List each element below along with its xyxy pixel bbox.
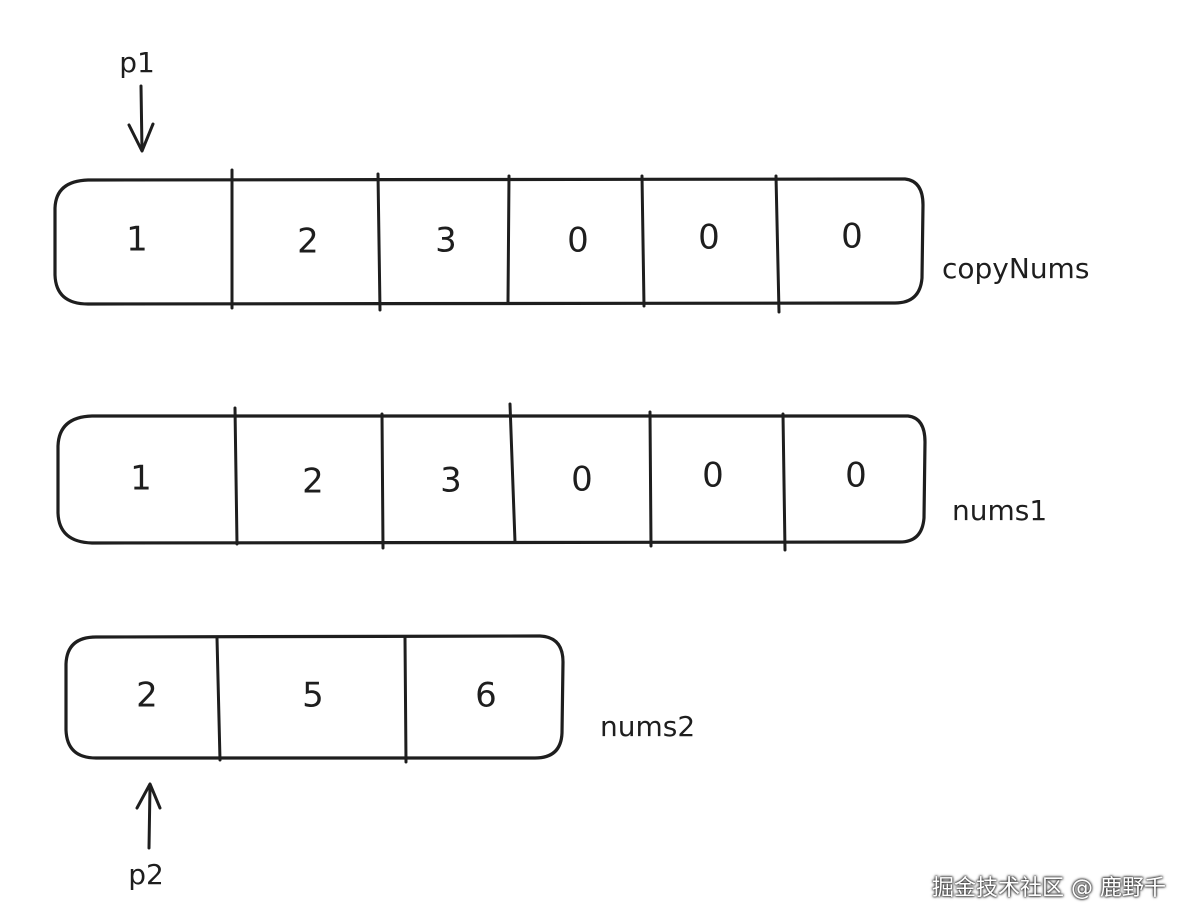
array-nums2-cell: 5 bbox=[302, 676, 324, 716]
array-copyNums-cell: 0 bbox=[841, 217, 863, 257]
array-copyNums-cell: 0 bbox=[567, 221, 589, 261]
array-nums1-cell: 0 bbox=[845, 456, 867, 496]
array-nums1-cell: 1 bbox=[130, 459, 152, 499]
array-copyNums-cell: 0 bbox=[698, 218, 720, 258]
pointer-p1-label: p1 bbox=[119, 46, 155, 79]
array-nums1-cell: 0 bbox=[702, 456, 724, 496]
pointer-p2-arrow-shaft bbox=[147, 784, 152, 850]
array-copyNums-divider bbox=[376, 172, 382, 312]
array-copyNums-cell: 2 bbox=[297, 222, 319, 262]
array-copyNums-divider bbox=[640, 174, 646, 308]
array-copyNums-label: copyNums bbox=[942, 252, 1089, 285]
array-nums1-divider bbox=[380, 412, 385, 550]
array-nums2-divider bbox=[215, 636, 222, 762]
array-nums1-divider bbox=[233, 406, 239, 546]
array-nums1-divider bbox=[781, 412, 787, 552]
watermark: 掘金技术社区 @ 鹿野千 bbox=[932, 876, 1166, 901]
array-nums2-cell: 6 bbox=[475, 676, 497, 716]
array-nums1-cell: 0 bbox=[571, 460, 593, 500]
array-copyNums-divider bbox=[506, 174, 511, 304]
array-copyNums: 1 2 3 0 0 0 copyNums bbox=[53, 168, 1089, 314]
pointer-p2: p2 bbox=[128, 782, 164, 891]
pointer-p2-arrow-head bbox=[135, 782, 162, 810]
array-copyNums-cell: 3 bbox=[435, 221, 457, 261]
array-nums1-divider bbox=[508, 402, 517, 544]
array-nums1-divider bbox=[648, 410, 653, 548]
array-nums2-label: nums2 bbox=[600, 710, 695, 743]
pointer-p2-label: p2 bbox=[128, 858, 164, 891]
array-nums1-cell: 2 bbox=[302, 462, 324, 502]
pointer-p1-arrow-shaft bbox=[139, 84, 144, 152]
array-nums2-cell: 2 bbox=[136, 676, 158, 716]
array-nums1-outline bbox=[56, 414, 927, 545]
array-nums1-cell: 3 bbox=[440, 461, 462, 501]
array-nums1: 1 2 3 0 0 0 nums1 bbox=[56, 402, 1047, 552]
pointer-p1: p1 bbox=[119, 46, 155, 153]
array-nums2-divider bbox=[403, 636, 408, 764]
pointer-p1-arrow-head bbox=[127, 122, 155, 153]
array-nums2-outline bbox=[64, 634, 565, 760]
array-nums2: 2 5 6 nums2 bbox=[64, 634, 695, 764]
array-nums1-label: nums1 bbox=[952, 494, 1047, 527]
array-copyNums-outline bbox=[53, 177, 925, 306]
array-copyNums-divider bbox=[774, 174, 781, 314]
array-copyNums-cell: 1 bbox=[126, 220, 148, 260]
